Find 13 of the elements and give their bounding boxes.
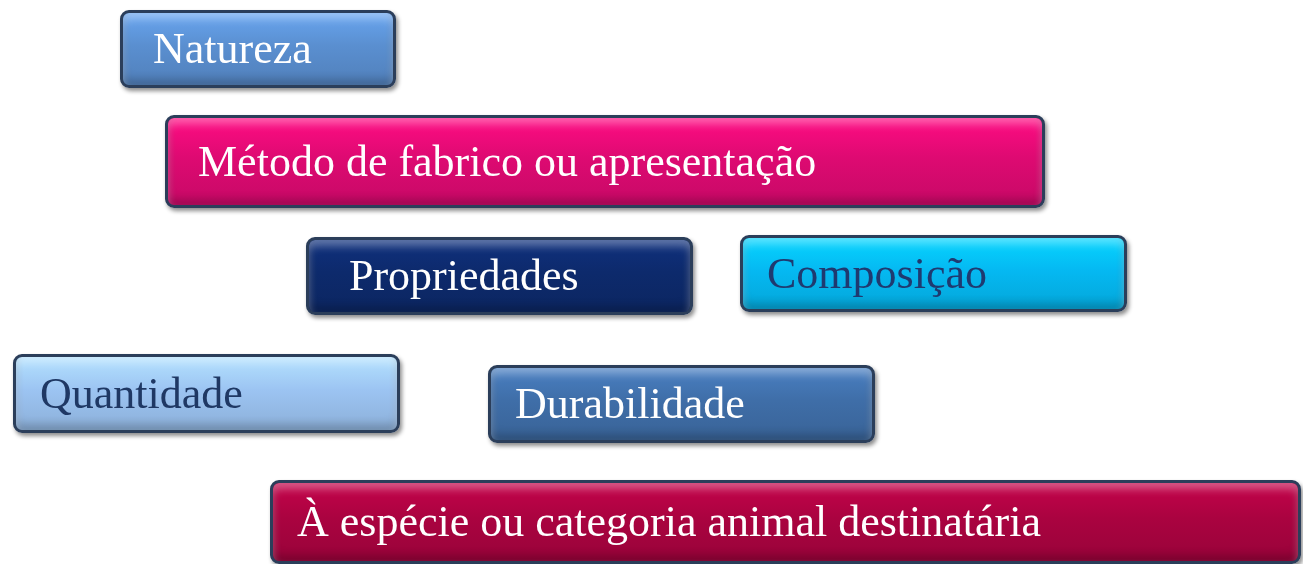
label-box [270, 480, 1301, 564]
box-label: Propriedades [349, 254, 579, 298]
label-box [740, 235, 1127, 312]
label-box [120, 10, 396, 88]
label-box [165, 115, 1045, 208]
box-label: Durabilidade [515, 382, 745, 426]
box-label: Método de fabrico ou apresentação [198, 139, 817, 184]
box-label: Composição [767, 251, 987, 296]
label-box [488, 365, 875, 443]
label-box [306, 237, 693, 315]
label-box [13, 354, 400, 433]
box-label: Quantidade [40, 371, 243, 416]
box-label: Natureza [153, 27, 312, 71]
